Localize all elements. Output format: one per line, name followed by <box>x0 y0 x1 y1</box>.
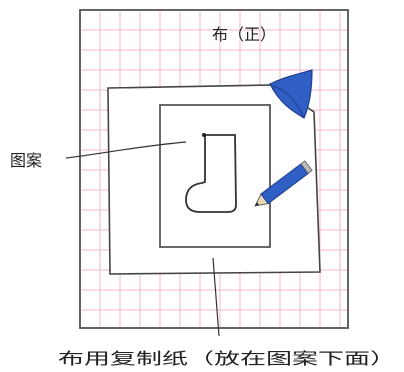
fabric-front-label: 布（正） <box>212 25 276 44</box>
pattern-label: 图案 <box>10 151 42 170</box>
carbon-paper-leader-line <box>212 257 220 337</box>
fabric-border <box>79 9 349 329</box>
pencil-icon <box>254 160 313 207</box>
folded-corner-crease <box>271 85 305 119</box>
pattern-sheet <box>159 104 271 248</box>
folded-corner <box>269 69 313 119</box>
pattern-boot-shape <box>185 134 237 213</box>
carbon-paper-label: 布用复制纸（放在图案下面） <box>58 349 396 368</box>
pattern-leader-line <box>65 141 187 159</box>
pattern-start-dot <box>202 133 206 137</box>
